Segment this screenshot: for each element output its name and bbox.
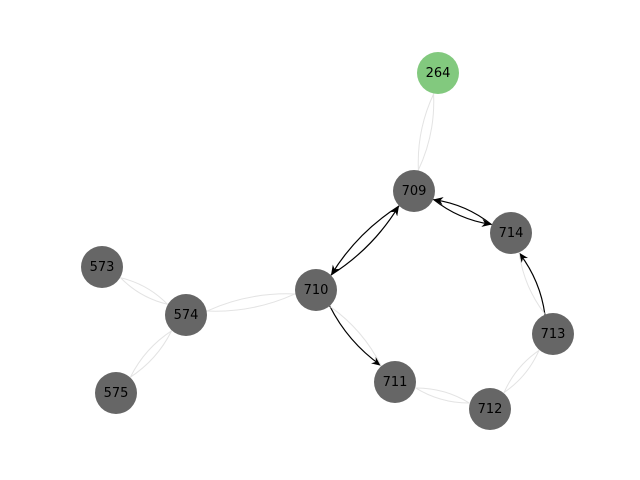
node-label: 713 (541, 327, 566, 342)
edge-714-to-713 (518, 252, 545, 315)
edge-575-to-574 (129, 331, 172, 378)
node-label: 574 (174, 308, 199, 323)
node-575: 575 (95, 372, 137, 414)
node-circle (95, 372, 137, 414)
edge-710-to-711 (329, 305, 382, 366)
node-circle (490, 212, 532, 254)
edge-711-to-712 (414, 387, 469, 404)
node-circle (295, 269, 337, 311)
node-574: 574 (165, 294, 207, 336)
node-circle (81, 246, 123, 288)
node-713: 713 (532, 313, 574, 355)
edge-layer (119, 93, 546, 404)
edge-712-to-713 (503, 350, 540, 394)
node-circle (374, 361, 416, 403)
node-label: 711 (383, 375, 408, 390)
node-712: 712 (469, 388, 511, 430)
node-circle (417, 52, 459, 94)
node-711: 711 (374, 361, 416, 403)
node-264: 264 (417, 52, 459, 94)
node-label: 264 (426, 66, 451, 81)
node-label: 712 (478, 402, 503, 417)
node-label: 709 (402, 184, 427, 199)
node-label: 573 (90, 260, 115, 275)
edge-712-to-711 (416, 387, 471, 404)
edge-709-to-264 (417, 94, 435, 171)
edge-710-to-574 (207, 293, 296, 312)
edge-574-to-573 (120, 277, 169, 305)
edge-714-to-709 (433, 197, 493, 226)
node-label: 575 (104, 386, 129, 401)
node-circle (393, 170, 435, 212)
edge-710-to-709 (330, 205, 400, 276)
edge-573-to-574 (119, 277, 168, 305)
edge-574-to-575 (130, 330, 173, 377)
node-circle (532, 313, 574, 355)
node-714: 714 (490, 212, 532, 254)
edge-709-to-714 (432, 198, 492, 227)
edge-711-to-710 (330, 306, 382, 367)
node-layer: 264 709 714 710 713 711 712 573 574 575 (81, 52, 574, 430)
node-circle (165, 294, 207, 336)
node-label: 710 (304, 283, 329, 298)
node-circle (469, 388, 511, 430)
edge-709-to-710 (330, 205, 400, 276)
edge-713-to-712 (503, 349, 540, 393)
edge-713-to-714 (518, 252, 546, 315)
edge-264-to-709 (417, 93, 435, 170)
edge-574-to-710 (206, 293, 295, 312)
node-573: 573 (81, 246, 123, 288)
node-710: 710 (295, 269, 337, 311)
node-709: 709 (393, 170, 435, 212)
node-label: 714 (499, 226, 524, 241)
